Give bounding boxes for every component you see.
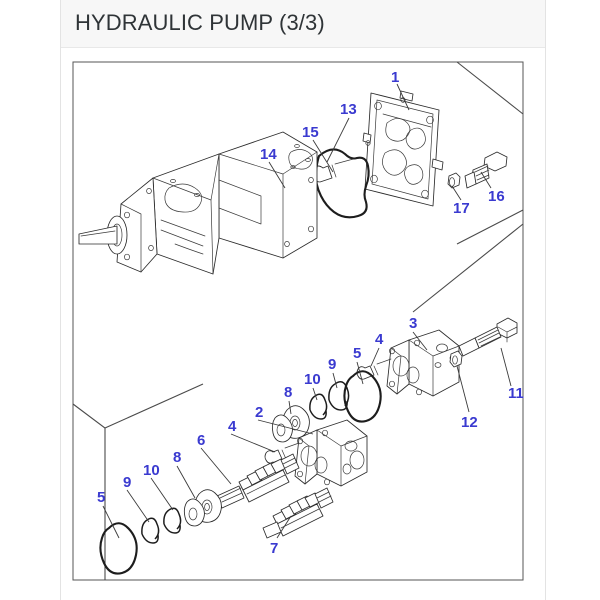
callout-10: 10: [304, 371, 321, 388]
callout-3: 3: [409, 315, 417, 332]
part-bolt-washer[interactable]: [449, 350, 463, 368]
callout-14: 14: [260, 146, 277, 163]
part-gear-pump-housing-rear[interactable]: [386, 329, 460, 397]
part-gear-pump-housing-front[interactable]: [294, 419, 368, 487]
callout-4b: 4: [228, 418, 237, 435]
part-o-ring-front[interactable]: [99, 522, 138, 575]
part-union-fitting[interactable]: [464, 151, 508, 189]
part-cover-gasket[interactable]: [314, 148, 370, 219]
parts-diagram[interactable]: 1 13 15 14 16 17 3 4 5 9 10 8 11 12 2 6: [61, 48, 547, 600]
callout-15: 15: [302, 124, 319, 141]
callout-16: 16: [488, 188, 505, 205]
callout-7: 7: [270, 540, 278, 557]
callout-11: 11: [508, 385, 524, 402]
callout-6: 6: [197, 432, 205, 449]
callout-labels: 1 13 15 14 16 17 3 4 5 9 10 8 11 12 2 6: [97, 69, 524, 557]
part-wear-plate-rear[interactable]: [271, 405, 310, 443]
callout-17: 17: [453, 200, 470, 217]
callout-8b: 8: [173, 449, 181, 466]
parts-diagram-svg[interactable]: 1 13 15 14 16 17 3 4 5 9 10 8 11 12 2 6: [61, 48, 547, 600]
callout-10b: 10: [143, 462, 160, 479]
callout-8: 8: [284, 384, 292, 401]
callout-2: 2: [255, 404, 263, 421]
callout-4: 4: [375, 331, 384, 348]
part-backup-ring-front[interactable]: [163, 507, 182, 534]
page-title: HYDRAULIC PUMP (3/3): [75, 10, 325, 35]
card-header: HYDRAULIC PUMP (3/3): [61, 0, 545, 48]
part-drive-gear[interactable]: [216, 453, 300, 509]
callout-12: 12: [461, 414, 478, 431]
part-mounting-bolt[interactable]: [458, 317, 518, 357]
part-seal-ring-front[interactable]: [141, 517, 160, 544]
parts-diagram-card: HYDRAULIC PUMP (3/3): [60, 0, 546, 600]
callout-9: 9: [328, 356, 336, 373]
part-seal-washer[interactable]: [447, 172, 461, 189]
callout-1: 1: [391, 69, 399, 86]
section-separators: [72, 61, 524, 580]
part-driven-gear[interactable]: [262, 487, 334, 539]
diagram-frame: [72, 61, 524, 581]
callout-5b: 5: [97, 489, 105, 506]
callout-9b: 9: [123, 474, 131, 491]
callout-13: 13: [340, 101, 357, 118]
part-pump-cover-plate[interactable]: [362, 90, 444, 207]
part-dowel-pin-upper[interactable]: [311, 157, 358, 183]
part-seal-ring-rear[interactable]: [328, 381, 350, 411]
part-dowel-pin-rear[interactable]: [356, 358, 392, 380]
part-wear-plate-front[interactable]: [183, 489, 222, 527]
callout-5: 5: [353, 345, 361, 362]
part-main-pump-body[interactable]: [78, 131, 318, 275]
callout-leader-lines: [102, 83, 512, 539]
part-backup-ring-rear[interactable]: [309, 393, 328, 420]
